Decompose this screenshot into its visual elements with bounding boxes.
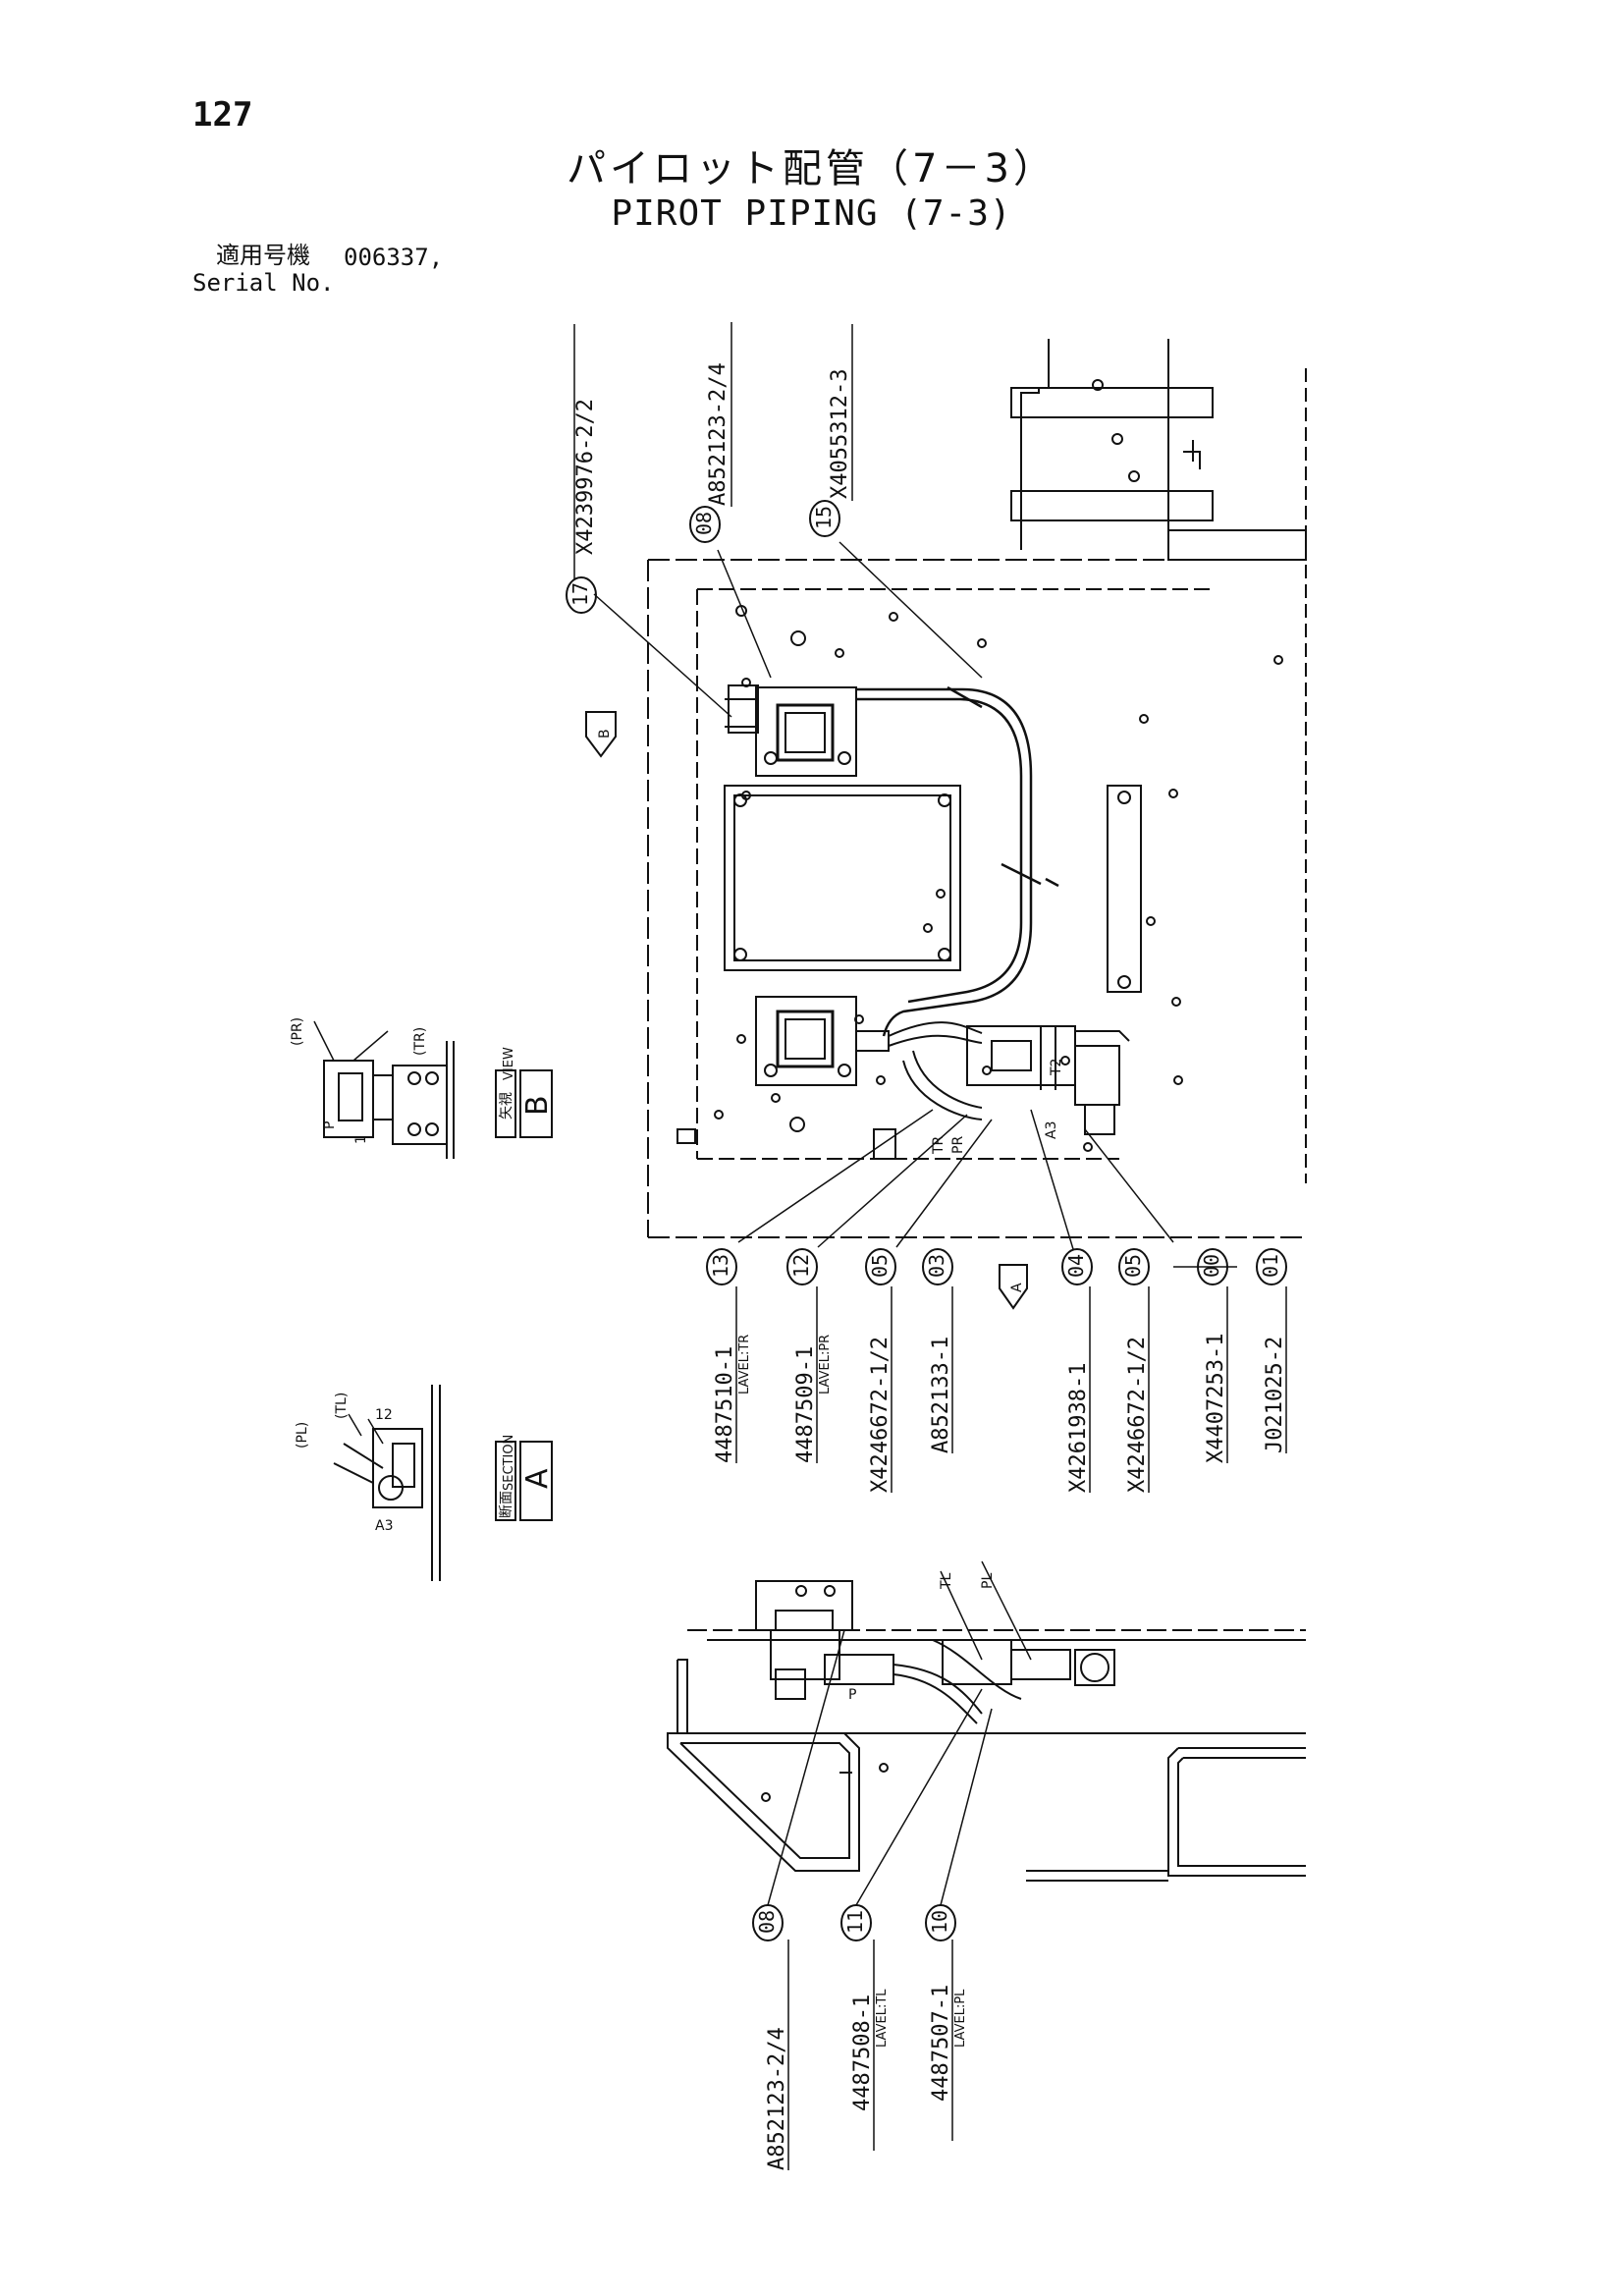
part-03: A852133-1 [929, 1337, 953, 1453]
serial-number-value: 006337, [344, 244, 444, 271]
part-04: X4261938-1 [1066, 1363, 1091, 1493]
part-number-labels: X4239976-2/2 A852123-2/4 X4055312-3 4487… [573, 362, 1287, 2170]
callout-10: 10 [928, 1910, 951, 1934]
leader-lines-top [593, 541, 983, 718]
lower-side-view [667, 1580, 1306, 1882]
callout-05-right: 05 [1121, 1254, 1145, 1278]
serial-label-japanese: 適用号機 [216, 242, 310, 269]
main-plate [647, 559, 1306, 1238]
upper-solenoid-valve [725, 684, 857, 777]
port-1: 1 [353, 1135, 369, 1144]
callout-11: 11 [843, 1910, 867, 1934]
section-a-box-jp [495, 1441, 516, 1521]
part-underlines [573, 322, 1287, 2170]
page-number: 127 [192, 95, 253, 135]
callout-08-bottom: 08 [755, 1910, 779, 1934]
control-box [724, 785, 961, 971]
view-b-box-letter [519, 1069, 553, 1138]
port-pr-main: PR [950, 1136, 966, 1154]
callout-04: 04 [1064, 1254, 1088, 1278]
part-05-left: X4246672-1/2 [868, 1337, 893, 1493]
port-labels: (PR) (TR) P 1 (TL) (PL) 12 A3 T2 A3 TR P… [290, 1017, 1064, 1703]
callout-13: 13 [709, 1254, 732, 1278]
part-15: X4055312-3 [828, 369, 852, 499]
callout-01: 01 [1259, 1254, 1282, 1278]
view-b-letter: B [520, 1095, 555, 1116]
port-12: 12 [375, 1407, 393, 1423]
callout-circles [566, 500, 1287, 1941]
page-title-japanese: パイロット配管（7－3） [567, 146, 1056, 191]
part-12: 4487509-1 [793, 1346, 818, 1463]
view-b-detail [313, 1020, 455, 1159]
part-01: J021025-2 [1263, 1337, 1287, 1453]
view-b-box-jp [495, 1069, 516, 1138]
port-a3-main: A3 [1044, 1121, 1059, 1139]
part-13-lavel: LAVEL:TR [737, 1335, 752, 1394]
part-12-lavel: LAVEL:PR [818, 1335, 833, 1394]
callout-03: 03 [925, 1254, 948, 1278]
right-slot [1107, 785, 1142, 993]
callout-numbers: 17 08 15 13 12 05 03 04 05 00 01 08 11 1… [568, 506, 1282, 1934]
part-08-top: A852123-2/4 [706, 362, 730, 506]
callout-17: 17 [568, 582, 592, 606]
port-p: P [322, 1121, 338, 1129]
port-t2: T2 [1049, 1059, 1064, 1076]
part-00: X4407253-1 [1204, 1334, 1228, 1463]
section-a-box-letter [519, 1441, 553, 1521]
view-arrow-a [999, 1264, 1028, 1310]
callout-15: 15 [812, 506, 836, 529]
section-a-label-jp: 断面 [499, 1491, 514, 1518]
serial-label-english: Serial No. [192, 269, 335, 297]
view-arrow-b [585, 711, 617, 758]
port-p-lower: P [848, 1687, 856, 1703]
port-pr: (PR) [290, 1017, 305, 1046]
leader-lines-lower [767, 1560, 1032, 1906]
view-section-labels: 矢視 VIEW B 断面 SECTION A B A [499, 729, 1025, 1518]
leader-lines-bottom [737, 1109, 1237, 1268]
part-13: 4487510-1 [713, 1346, 737, 1463]
section-a-label-en: SECTION [502, 1435, 516, 1491]
lower-solenoid-valve [755, 996, 890, 1086]
view-b-label-jp: 矢視 [499, 1092, 514, 1120]
section-a-detail [333, 1385, 441, 1581]
section-a-letter: A [520, 1468, 555, 1489]
port-tl: (TL) [334, 1393, 350, 1419]
port-tr-main: TR [931, 1135, 947, 1155]
port-tl-lower: TL [939, 1572, 954, 1590]
part-11: 4487508-1 [850, 1995, 875, 2111]
part-08-bottom: A852123-2/4 [765, 2027, 789, 2170]
page-title-english: PIROT PIPING (7-3) [611, 193, 1012, 234]
part-10-lavel: LAVEL:PL [953, 1989, 968, 2048]
part-10: 4487507-1 [929, 1985, 953, 2102]
manifold-block [888, 1021, 1130, 1135]
part-05-right: X4246672-1/2 [1125, 1337, 1150, 1493]
hose-loop [856, 685, 1059, 1037]
part-17: X4239976-2/2 [573, 399, 598, 555]
port-tr: (TR) [412, 1027, 428, 1056]
callout-00: 00 [1200, 1254, 1223, 1278]
view-b-label-en: VIEW [502, 1047, 516, 1080]
port-pl: (PL) [295, 1422, 310, 1449]
callout-12: 12 [789, 1254, 813, 1278]
arrow-a-letter: A [1009, 1283, 1025, 1292]
callout-05-left: 05 [868, 1254, 892, 1278]
arrow-b-letter: B [597, 729, 613, 738]
port-pl-lower: PL [980, 1573, 996, 1589]
part-11-lavel: LAVEL:TL [875, 1989, 890, 2048]
port-a3: A3 [375, 1518, 393, 1534]
callout-08-top: 08 [692, 512, 716, 535]
